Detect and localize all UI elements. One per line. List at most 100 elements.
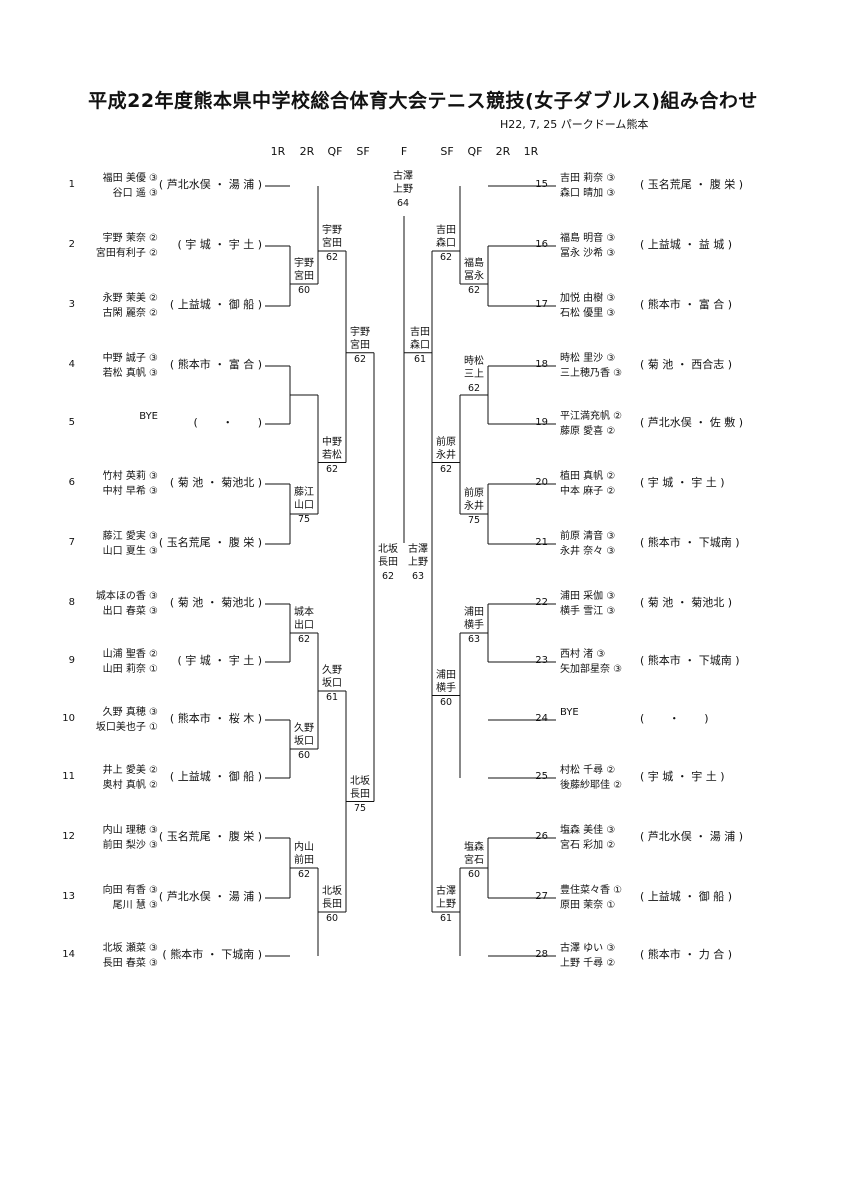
winner-name: 森口 (410, 339, 430, 351)
entry-number: 25 (535, 771, 548, 782)
school-name: ( 上益城 ・ 御 船 ) (169, 770, 262, 783)
school-name: ( 玉名荒尾 ・ 腹 栄 ) (640, 178, 744, 191)
winner-name: 古澤 (436, 886, 456, 897)
winner-name: 福島 (464, 258, 484, 269)
winner-score: 62 (353, 353, 367, 365)
player-name: 上野 千尋 ② (560, 958, 616, 969)
entry-number: 7 (68, 537, 75, 548)
winner-name: 浦田 (436, 669, 456, 681)
winner-name: 時松 (464, 356, 484, 367)
player-name: 長田 春菜 ③ (102, 958, 158, 969)
player-name: 山浦 聖香 ② (102, 649, 158, 660)
winner-name: 前原 (464, 488, 484, 499)
winner-name: 北坂 (378, 544, 398, 555)
player-name: 古澤 ゆい ③ (560, 943, 616, 954)
player-name: 浦田 采伽 ③ (560, 591, 616, 602)
player-name: 中本 麻子 ② (560, 486, 616, 497)
winner-name: 長田 (350, 788, 370, 800)
winner-name: 宮田 (294, 271, 314, 282)
winner-score: 62 (439, 463, 453, 475)
player-name: 豊住菜々香 ① (560, 885, 623, 896)
winner-name: 森口 (436, 238, 456, 249)
school-name: ( 熊本市 ・ 下城南 ) (162, 948, 262, 961)
entry-number: 16 (535, 239, 548, 250)
winner-name: 城本 (294, 607, 314, 618)
player-name: 宮石 彩加 ② (560, 840, 616, 851)
winner-score: 60 (325, 913, 339, 924)
winner-name: 北坂 (350, 775, 370, 787)
winner-score: 62 (297, 869, 311, 880)
school-name: ( 玉名荒尾 ・ 腹 栄 ) (158, 830, 262, 843)
winner-score: 75 (353, 802, 367, 814)
school-name: ( 上益城 ・ 御 船 ) (640, 890, 733, 903)
school-name: ( 熊本市 ・ 桜 木 ) (169, 712, 262, 725)
winner-name: 浦田 (464, 607, 484, 618)
school-name: ( 菊 池 ・ 菊池北 ) (169, 476, 262, 489)
school-name: ( 上益城 ・ 御 船 ) (169, 298, 262, 311)
winner-name: 中野 (322, 436, 342, 448)
player-name: 横手 雪江 ③ (560, 606, 616, 617)
winner-name: 上野 (408, 557, 428, 568)
player-name: 山田 莉奈 ① (102, 664, 158, 675)
player-name: 向田 有香 ③ (102, 885, 158, 896)
player-name: 西村 渚 ③ (560, 649, 606, 660)
winner-score: 60 (297, 285, 311, 296)
player-name: 永野 茉美 ② (102, 293, 158, 304)
player-name: 古閑 麗奈 ② (102, 308, 158, 319)
entry-number: 2 (68, 239, 75, 250)
winner-name: 前田 (294, 855, 314, 866)
school-name: ( 宇 城 ・ 宇 土 ) (640, 476, 725, 489)
round-header-right-1r: 1R (523, 145, 539, 158)
player-name: 村松 千尋 ② (560, 765, 616, 776)
date-venue: H22, 7, 25 パークドーム熊本 (500, 118, 649, 131)
entry-number: 27 (535, 891, 548, 902)
player-name: 中村 早希 ③ (102, 486, 158, 497)
winner-score: 61 (439, 913, 453, 924)
winner-name: 長田 (378, 557, 398, 568)
winner-name: 坂口 (322, 678, 342, 689)
winner-name: 古澤 (393, 171, 413, 182)
player-name: 山口 夏生 ③ (102, 546, 158, 557)
school-name: ( 熊本市 ・ 富 合 ) (169, 358, 262, 371)
player-name: 平江満充帆 ② (560, 411, 623, 422)
entry-number: 24 (535, 713, 548, 724)
round-header-right-2r: 2R (495, 145, 511, 158)
player-name: 時松 里沙 ③ (560, 353, 616, 364)
school-name: ( 熊本市 ・ 下城南 ) (640, 654, 740, 667)
winner-name: 三上 (464, 369, 484, 380)
entry-number: 12 (62, 831, 75, 842)
school-name: ( 芦北水俣 ・ 湯 浦 ) (640, 830, 744, 843)
entry-number: 21 (535, 537, 548, 548)
winner-name: 横手 (464, 620, 484, 631)
winner-score: 61 (413, 353, 427, 365)
school-name: ( 上益城 ・ 益 城 ) (640, 238, 733, 251)
entry-number: 20 (535, 477, 548, 488)
entry-number: 13 (62, 891, 75, 902)
player-name: 内山 理穂 ③ (102, 825, 158, 836)
school-name: ( 熊本市 ・ 下城南 ) (640, 536, 740, 549)
winner-name: 長田 (322, 899, 342, 910)
winner-name: 山口 (294, 500, 314, 511)
entry-number: 11 (62, 771, 75, 782)
winner-name: 塩森 (464, 842, 484, 853)
school-name: ( 菊 池 ・ 菊池北 ) (640, 596, 733, 609)
round-header-right-qf: QF (467, 145, 483, 158)
player-name: 原田 茉奈 ① (560, 900, 616, 911)
winner-name: 若松 (322, 449, 342, 461)
player-name: 塩森 美佳 ③ (560, 825, 616, 836)
winner-name: 前原 (436, 436, 456, 448)
winner-score: 62 (467, 285, 481, 296)
winner-name: 宮田 (322, 238, 342, 249)
winner-name: 藤江 (294, 487, 314, 498)
entry-number: 4 (68, 359, 75, 370)
school-name: ( ・ ) (193, 416, 262, 429)
entry-number: 6 (68, 477, 75, 488)
player-name: 出口 春菜 ③ (102, 606, 158, 617)
player-name: 中野 誠子 ③ (102, 353, 158, 364)
entry-number: 1 (68, 179, 75, 190)
winner-score: 62 (325, 463, 339, 475)
school-name: ( 菊 池 ・ 菊池北 ) (169, 596, 262, 609)
round-header-final: F (400, 145, 408, 158)
entry-number: 14 (62, 949, 75, 960)
